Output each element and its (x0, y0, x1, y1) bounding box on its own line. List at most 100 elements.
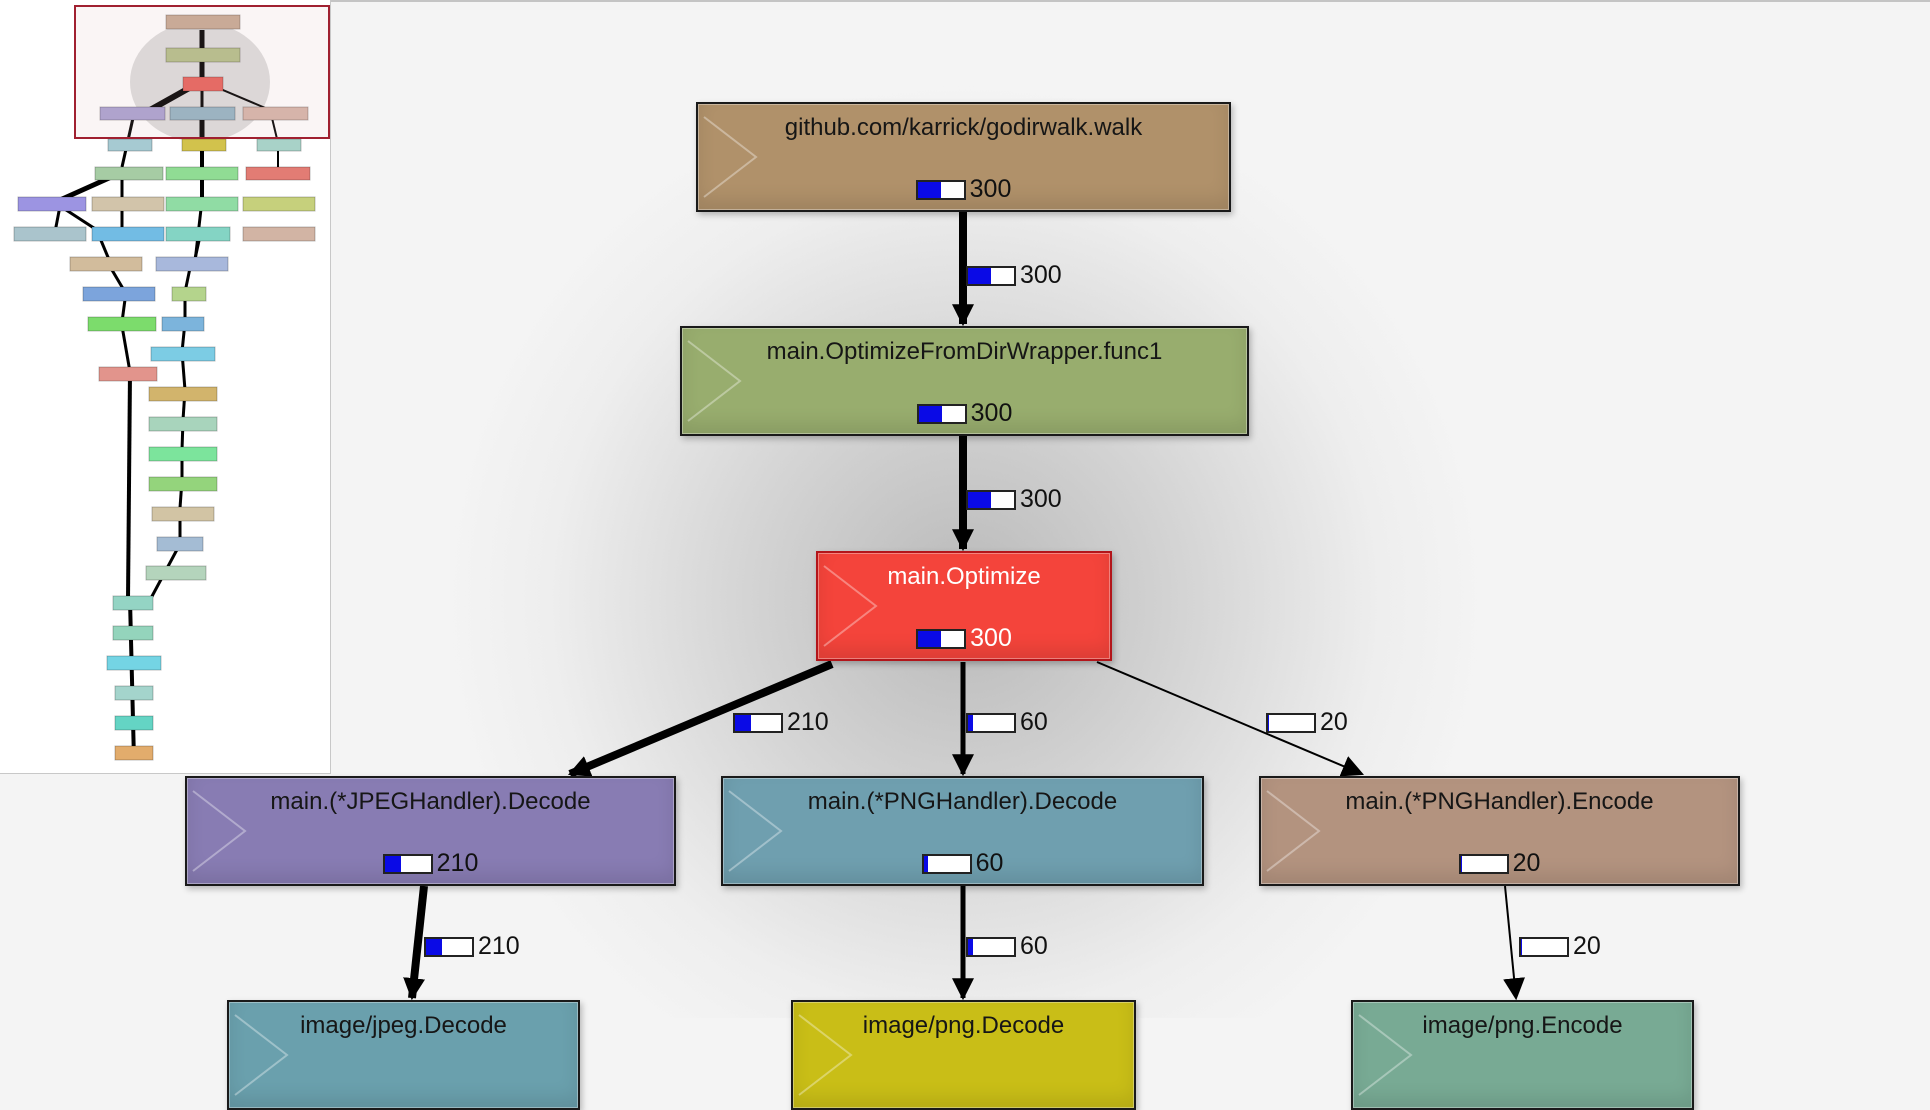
minimap-node (114, 685, 154, 701)
window-top-border (0, 0, 1930, 2)
node-optimize[interactable]: main.Optimize 300 (816, 551, 1112, 661)
edge-label-png_decode-to-img_png_decode: 60 (966, 932, 1048, 961)
minimap-node (151, 506, 215, 522)
expand-chevron-icon (703, 116, 758, 198)
node-jpeg-decode[interactable]: main.(*JPEGHandler).Decode 210 (185, 776, 676, 886)
minimap-node (181, 138, 227, 152)
call-graph-edges (403, 212, 1526, 1001)
minimap-viewport[interactable] (74, 5, 330, 139)
node-label: main.(*JPEGHandler).Decode (270, 788, 591, 815)
minimap-node (114, 715, 154, 731)
minimap-graph (13, 14, 316, 761)
minimap-node (182, 76, 224, 92)
minimap-node (91, 226, 165, 242)
node-count: 60 (723, 849, 1202, 878)
edge-count: 60 (1020, 708, 1048, 736)
minimap-node (91, 196, 165, 212)
edge-bar (966, 712, 1016, 733)
edge-label-wrapper-to-optimize: 300 (966, 485, 1062, 514)
minimap-node (106, 655, 162, 671)
minimap-node (17, 196, 87, 212)
minimap-node (82, 286, 156, 302)
edge-count: 20 (1320, 708, 1348, 736)
minimap-node (69, 256, 143, 272)
minimap-node (114, 745, 154, 761)
edge-count: 60 (1020, 932, 1048, 960)
node-bar-fill (923, 855, 929, 872)
minimap-node (98, 366, 158, 382)
minimap-node (150, 346, 216, 362)
edge-bar (966, 265, 1016, 286)
node-bar-fill (918, 630, 942, 647)
edge-label-jpeg_decode-to-img_jpeg_decode: 210 (424, 932, 520, 961)
edge-count: 210 (787, 708, 829, 736)
edge-bar (1519, 936, 1569, 957)
minimap-node (155, 256, 229, 272)
minimap-edge (120, 325, 132, 373)
edge-label-png_encode-to-img_png_encode: 20 (1519, 932, 1601, 961)
minimap-node (94, 166, 164, 181)
edge-label-walk-to-wrapper: 300 (966, 261, 1062, 290)
edge-bar (424, 936, 474, 957)
edge-count: 300 (1020, 485, 1062, 513)
node-count: 300 (818, 624, 1110, 653)
node-img-jpeg-decode[interactable]: image/jpeg.Decode (227, 1000, 580, 1110)
minimap-edge (128, 599, 136, 761)
expand-chevron-icon (823, 565, 878, 647)
node-png-encode[interactable]: main.(*PNGHandler).Encode 20 (1259, 776, 1740, 886)
edge-label-optimize-to-png_encode: 20 (1266, 708, 1348, 737)
node-label: main.Optimize (887, 563, 1041, 590)
node-label: image/png.Decode (862, 1012, 1065, 1039)
minimap-node (242, 226, 316, 242)
edge-bar-fill (968, 938, 973, 955)
node-bar (921, 853, 972, 874)
minimap-node (156, 536, 204, 552)
edge-count: 210 (478, 932, 520, 960)
node-bar (1458, 853, 1509, 874)
minimap-node (242, 106, 309, 121)
node-count: 20 (1261, 849, 1738, 878)
minimap-node (148, 446, 218, 462)
edge-optimize-to-png_encode[interactable] (1096, 661, 1365, 777)
node-count: 210 (187, 849, 674, 878)
minimap-node (169, 106, 236, 121)
node-count-value: 60 (975, 849, 1004, 877)
edge-bar-fill (1521, 938, 1523, 955)
edge-png_encode-to-img_png_encode[interactable] (1503, 885, 1526, 1001)
expand-chevron-icon (728, 790, 783, 872)
node-img-png-encode[interactable]: image/png.Encode (1351, 1000, 1694, 1110)
minimap[interactable] (0, 0, 331, 774)
minimap-node (148, 386, 218, 402)
minimap-node (148, 476, 218, 492)
expand-chevron-icon (687, 340, 742, 422)
minimap-node (171, 286, 207, 302)
edge-bar-fill (1268, 714, 1270, 731)
edge-bar-fill (735, 714, 752, 731)
node-count: 300 (698, 175, 1229, 204)
node-bar (916, 628, 967, 649)
minimap-node (107, 138, 153, 152)
node-label: main.(*PNGHandler).Encode (1345, 788, 1654, 815)
edge-label-optimize-to-png_decode: 60 (966, 708, 1048, 737)
minimap-node (165, 226, 231, 242)
edge-bar-fill (968, 267, 991, 284)
edge-optimize-to-jpeg_decode[interactable] (567, 660, 834, 778)
minimap-node (165, 47, 241, 63)
minimap-node (112, 595, 154, 611)
node-count-value: 20 (1512, 849, 1541, 877)
edge-bar (966, 936, 1016, 957)
node-bar (382, 853, 433, 874)
minimap-node (161, 316, 205, 332)
minimap-node (13, 226, 87, 242)
node-bar (915, 179, 966, 200)
node-img-png-decode[interactable]: image/png.Decode (791, 1000, 1136, 1110)
node-count-value: 300 (970, 399, 1013, 427)
minimap-node (165, 196, 239, 212)
minimap-node (242, 196, 316, 212)
node-count-value: 300 (970, 624, 1012, 652)
edge-jpeg_decode-to-img_jpeg_decode[interactable] (403, 885, 428, 1001)
edge-bar (966, 489, 1016, 510)
